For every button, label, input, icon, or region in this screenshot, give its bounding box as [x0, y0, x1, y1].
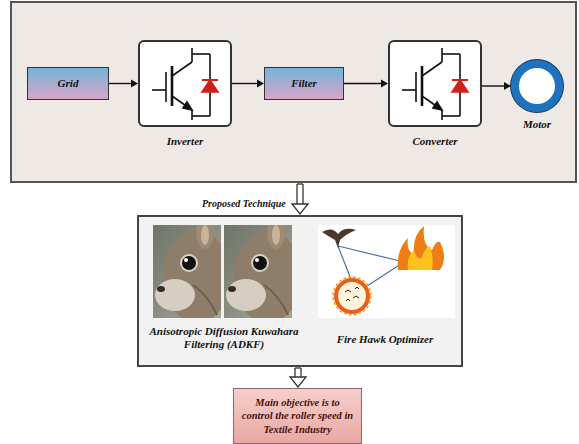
node-label: Anisotropic Diffusion Kuwahara Filtering… [139, 325, 309, 351]
fire-hawk-image [345, 287, 359, 301]
igbt-symbol [452, 79, 468, 81]
fire-hawk-image [398, 226, 444, 270]
fire-hawk-image [333, 277, 371, 315]
squirrel-image [153, 217, 302, 323]
fire-hawk-image [338, 246, 404, 262]
igbt-symbol [442, 115, 460, 117]
connector-arrow [302, 184, 303, 204]
connector-arrow [290, 377, 306, 387]
fire-hawk-image [318, 225, 455, 318]
connector-arrow [290, 368, 306, 387]
igbt-symbol [415, 72, 417, 102]
connector-arrow [292, 184, 308, 214]
fire-hawk-image [322, 229, 356, 248]
filter-box: Filter [264, 67, 344, 100]
igbt-symbol [441, 110, 443, 120]
fire-hawk-image [408, 246, 433, 270]
igbt-symbol [191, 48, 193, 62]
node-label: Filter [291, 77, 317, 90]
connector-arrow [344, 83, 381, 84]
inverter-box: Inverter [138, 40, 232, 127]
igbt-symbol [192, 53, 210, 55]
connector-arrow [297, 183, 303, 184]
connector-arrow [294, 368, 295, 377]
node-label: Motor [523, 118, 551, 131]
igbt-symbol [442, 53, 460, 55]
igbt-symbol [152, 89, 166, 91]
igbt-symbol [191, 110, 193, 120]
connector-arrow [232, 83, 257, 84]
igbt-symbol [192, 115, 210, 117]
system-panel: GridInverterFilterConverterMotor [10, 1, 577, 183]
fire-hawk-image [318, 225, 455, 318]
connector-arrow [482, 85, 504, 86]
node-label: Converter [412, 135, 457, 148]
objective-box: Main objective is to control the roller … [233, 388, 362, 444]
grid-box: Grid [27, 67, 109, 100]
igbt-symbol [202, 79, 218, 81]
igbt-symbol [165, 72, 167, 102]
motor-circle: Motor [511, 60, 563, 112]
igbt-symbol [441, 48, 443, 62]
connector-arrow [292, 204, 308, 214]
connector-arrow [109, 83, 131, 84]
connector-arrow [300, 368, 301, 377]
node-label: Inverter [167, 135, 204, 148]
squirrel-image [224, 217, 302, 323]
node-label: Main objective is to control the roller … [239, 396, 356, 435]
squirrel-image [153, 217, 231, 323]
converter-box: Converter [388, 40, 482, 127]
fire-hawk-image [336, 280, 368, 312]
node-caption: Fire Hawk Optimizer [315, 333, 455, 346]
node-label: Grid [58, 77, 79, 90]
edge-label: Proposed Technique [202, 198, 286, 209]
igbt-symbol [402, 89, 416, 91]
igbt-symbol [171, 66, 174, 106]
connector-arrow [296, 184, 297, 204]
connector-arrow [295, 367, 301, 368]
igbt-symbol [421, 66, 424, 106]
